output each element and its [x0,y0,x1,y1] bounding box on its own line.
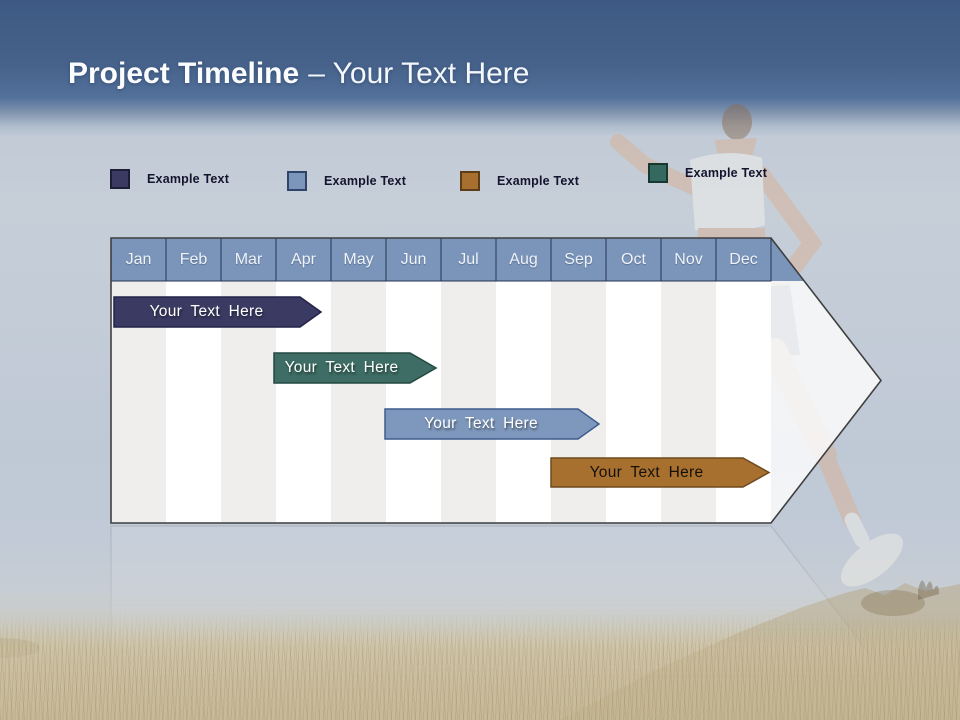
arrow-shape [550,457,771,488]
gantt-bar-teal[interactable]: Your Text Here [273,352,438,384]
gantt-bar-steel-blue[interactable]: Your Text Here [384,408,601,440]
month-cell-oct[interactable]: Oct [621,251,646,268]
legend-swatch-steel-blue [287,171,307,191]
month-cell-jan[interactable]: Jan [125,251,152,268]
bar-label: Your Text Here [424,415,538,432]
legend-item-4[interactable]: Example Text [648,163,767,183]
legend-item-2[interactable]: Example Text [287,171,406,191]
bar-label: Your Text Here [589,463,704,481]
page-title[interactable]: Project Timeline– Your Text Here [68,57,529,91]
month-cell-feb[interactable]: Feb [179,251,208,268]
month-cell-dec[interactable]: Dec [729,251,758,268]
legend-label: Example Text [685,166,768,180]
arrow-shape [384,408,601,440]
legend-label: Example Text [147,172,230,186]
month-cell-nov[interactable]: Nov [674,251,703,268]
arrow-shape [113,296,323,328]
legend-label: Example Text [324,174,407,188]
timeline-reflection [110,525,882,720]
legend-swatch-navy [110,169,130,189]
timeline-chart: Jan Feb Mar Apr May Jun Jul Aug Sep Oct … [110,237,882,524]
month-cell-apr[interactable]: Apr [291,251,316,268]
legend-item-3[interactable]: Example Text [460,171,579,191]
grass-foreground [0,610,960,720]
gantt-bar-brown[interactable]: Your Text Here [550,457,771,488]
bar-label: Your Text Here [284,359,399,376]
title-main: Project Timeline [68,57,300,90]
bar-label: Your Text Here [149,303,264,320]
month-cell-aug[interactable]: Aug [509,251,538,268]
gantt-bar-navy[interactable]: Your Text Here [113,296,323,328]
title-sub: – Your Text Here [308,57,530,90]
arrow-shape [273,352,438,384]
month-cell-mar[interactable]: Mar [234,251,263,268]
month-cell-may[interactable]: May [343,251,374,268]
legend-swatch-teal [648,163,668,183]
legend-label: Example Text [497,174,580,188]
legend-swatch-brown [460,171,480,191]
month-cell-jul[interactable]: Jul [458,251,479,268]
month-cell-jun[interactable]: Jun [400,251,427,268]
legend-item-1[interactable]: Example Text [110,169,229,189]
month-cell-sep[interactable]: Sep [564,251,593,268]
